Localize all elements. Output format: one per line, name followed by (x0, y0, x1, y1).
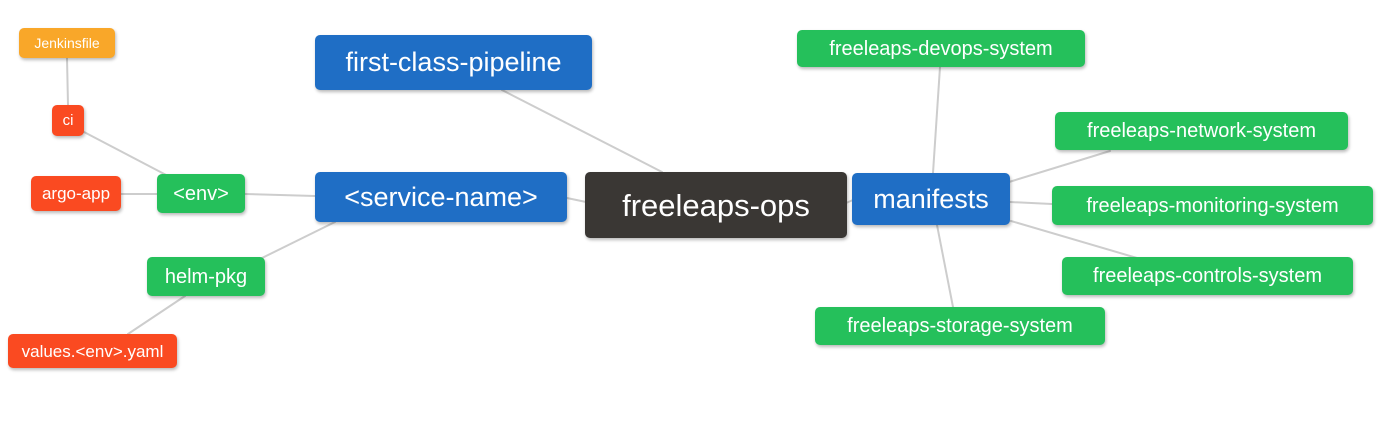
node-freeleaps-controls-system[interactable]: freeleaps-controls-system (1062, 257, 1353, 295)
node-service-name[interactable]: <service-name> (315, 172, 567, 222)
node-freeleaps-monitoring-system[interactable]: freeleaps-monitoring-system (1052, 186, 1373, 225)
edge-manifests-to-freeleaps-monitoring-system (1009, 201, 1053, 205)
node-jenkinsfile[interactable]: Jenkinsfile (19, 28, 115, 58)
node-values-env-yaml[interactable]: values.<env>.yaml (8, 334, 177, 368)
edge-jenkinsfile-to-ci (66, 57, 69, 106)
node-first-class-pipeline[interactable]: first-class-pipeline (315, 35, 592, 90)
edge-ci-to-env (83, 131, 171, 178)
node-argo-app[interactable]: argo-app (31, 176, 121, 211)
edge-manifests-to-freeleaps-network-system (1008, 150, 1111, 183)
node-env[interactable]: <env> (157, 174, 245, 213)
edge-env-to-service-name (244, 193, 316, 197)
edge-manifests-to-freeleaps-storage-system (936, 224, 954, 308)
node-helm-pkg[interactable]: helm-pkg (147, 257, 265, 296)
node-freeleaps-ops[interactable]: freeleaps-ops (585, 172, 847, 238)
node-manifests[interactable]: manifests (852, 173, 1010, 225)
edge-manifests-to-freeleaps-devops-system (932, 66, 941, 174)
edge-service-name-to-helm-pkg (261, 221, 336, 259)
node-freeleaps-devops-system[interactable]: freeleaps-devops-system (797, 30, 1085, 67)
edge-manifests-to-freeleaps-controls-system (1010, 220, 1138, 259)
edge-helm-pkg-to-values-env-yaml (127, 295, 186, 335)
node-freeleaps-storage-system[interactable]: freeleaps-storage-system (815, 307, 1105, 345)
edge-service-name-to-freeleaps-ops (566, 197, 587, 203)
node-freeleaps-network-system[interactable]: freeleaps-network-system (1055, 112, 1348, 150)
node-ci[interactable]: ci (52, 105, 84, 136)
edge-first-class-pipeline-to-freeleaps-ops (501, 89, 663, 173)
